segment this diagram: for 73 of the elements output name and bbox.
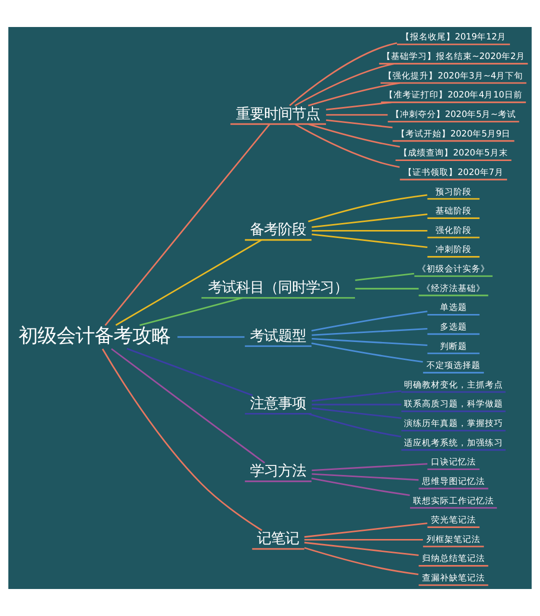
node-text: 归纳总结笔记法 xyxy=(422,554,485,564)
connector xyxy=(326,114,388,116)
connector xyxy=(312,230,428,232)
connector xyxy=(311,310,428,332)
node-text: 多选题 xyxy=(440,322,467,332)
node-text: 荧光笔记法 xyxy=(430,516,476,526)
node-text: 冲刺阶段 xyxy=(435,245,472,256)
connector xyxy=(312,213,428,228)
node-text: 演练历年真题，掌握技巧 xyxy=(404,419,503,429)
node-text: 初级会计备考攻略 xyxy=(18,324,171,347)
connector xyxy=(104,124,270,326)
node-text: 考试题型 xyxy=(250,328,306,344)
connector xyxy=(312,390,402,402)
node-text: 《初级会计实务》 xyxy=(417,264,490,274)
connector xyxy=(304,538,423,541)
connector xyxy=(312,328,428,336)
connector xyxy=(304,547,418,576)
node-text: 基础阶段 xyxy=(435,206,472,217)
node-text: 联系高质习题，科学做题 xyxy=(404,400,503,410)
node-text: 《经济法基础》 xyxy=(422,284,485,294)
connector xyxy=(311,342,423,363)
connector xyxy=(294,123,400,168)
connector xyxy=(177,336,245,338)
node-text: 记笔记 xyxy=(257,531,300,548)
node-text: 【成绩查询】2020年5月末 xyxy=(399,148,508,159)
connector xyxy=(312,234,428,248)
node-text: 考试科目（同时学习） xyxy=(208,280,348,296)
node-text: 【强化提升】2020年3月~4月下旬 xyxy=(384,71,524,82)
connector xyxy=(308,413,402,438)
connector xyxy=(312,473,419,481)
connector xyxy=(308,194,428,222)
connector xyxy=(102,348,262,532)
node-text: 口诀记忆法 xyxy=(430,458,476,468)
node-text: 【报名收尾】2019年12月 xyxy=(400,32,506,43)
node-text: 思维导图记忆法 xyxy=(422,476,485,487)
node-text: 【冲刺夺分】2020年5月~考试 xyxy=(391,110,516,120)
node-text: 列框架笔记法 xyxy=(426,534,480,545)
connector xyxy=(355,272,414,281)
node-text: 强化阶段 xyxy=(435,226,472,236)
node-text: 【考试开始】2020年5月9日 xyxy=(396,129,511,140)
connector xyxy=(326,119,393,128)
connector xyxy=(110,348,266,464)
connector xyxy=(139,297,243,326)
node-text: 【准考证打印】2020年4月10日前 xyxy=(384,90,522,101)
node-text: 判断题 xyxy=(440,342,467,352)
node-text: 注意事项 xyxy=(250,396,306,412)
connector xyxy=(355,288,419,290)
connector xyxy=(289,42,398,106)
connector xyxy=(304,542,419,556)
connector xyxy=(308,82,400,106)
node-text: 联想实际工作记忆法 xyxy=(412,496,494,506)
connector xyxy=(311,478,410,496)
connector xyxy=(304,522,428,538)
connector xyxy=(312,463,428,472)
connector xyxy=(312,404,402,406)
node-text: 【证书领取】2020年7月 xyxy=(404,168,504,178)
node-text: 单选题 xyxy=(440,303,467,314)
connector xyxy=(312,407,402,419)
node-text: 不定项选择题 xyxy=(426,361,480,372)
node-text: 学习方法 xyxy=(250,464,306,480)
connector xyxy=(294,63,394,106)
connector xyxy=(312,338,428,346)
node-text: 【基础学习】报名结束~2020年2月 xyxy=(382,52,525,62)
node-text: 适应机考系统，加强练习 xyxy=(404,438,503,448)
connector xyxy=(126,348,253,396)
node-text: 预习阶段 xyxy=(435,187,472,198)
node-text: 查漏补缺笔记法 xyxy=(422,574,485,584)
node-text: 重要时间节点 xyxy=(236,106,320,122)
connector xyxy=(308,123,400,148)
node-text: 备考阶段 xyxy=(250,222,306,238)
connector xyxy=(326,102,392,110)
connector xyxy=(115,239,262,326)
node-text: 明确教材变化，主抓考点 xyxy=(404,380,503,390)
